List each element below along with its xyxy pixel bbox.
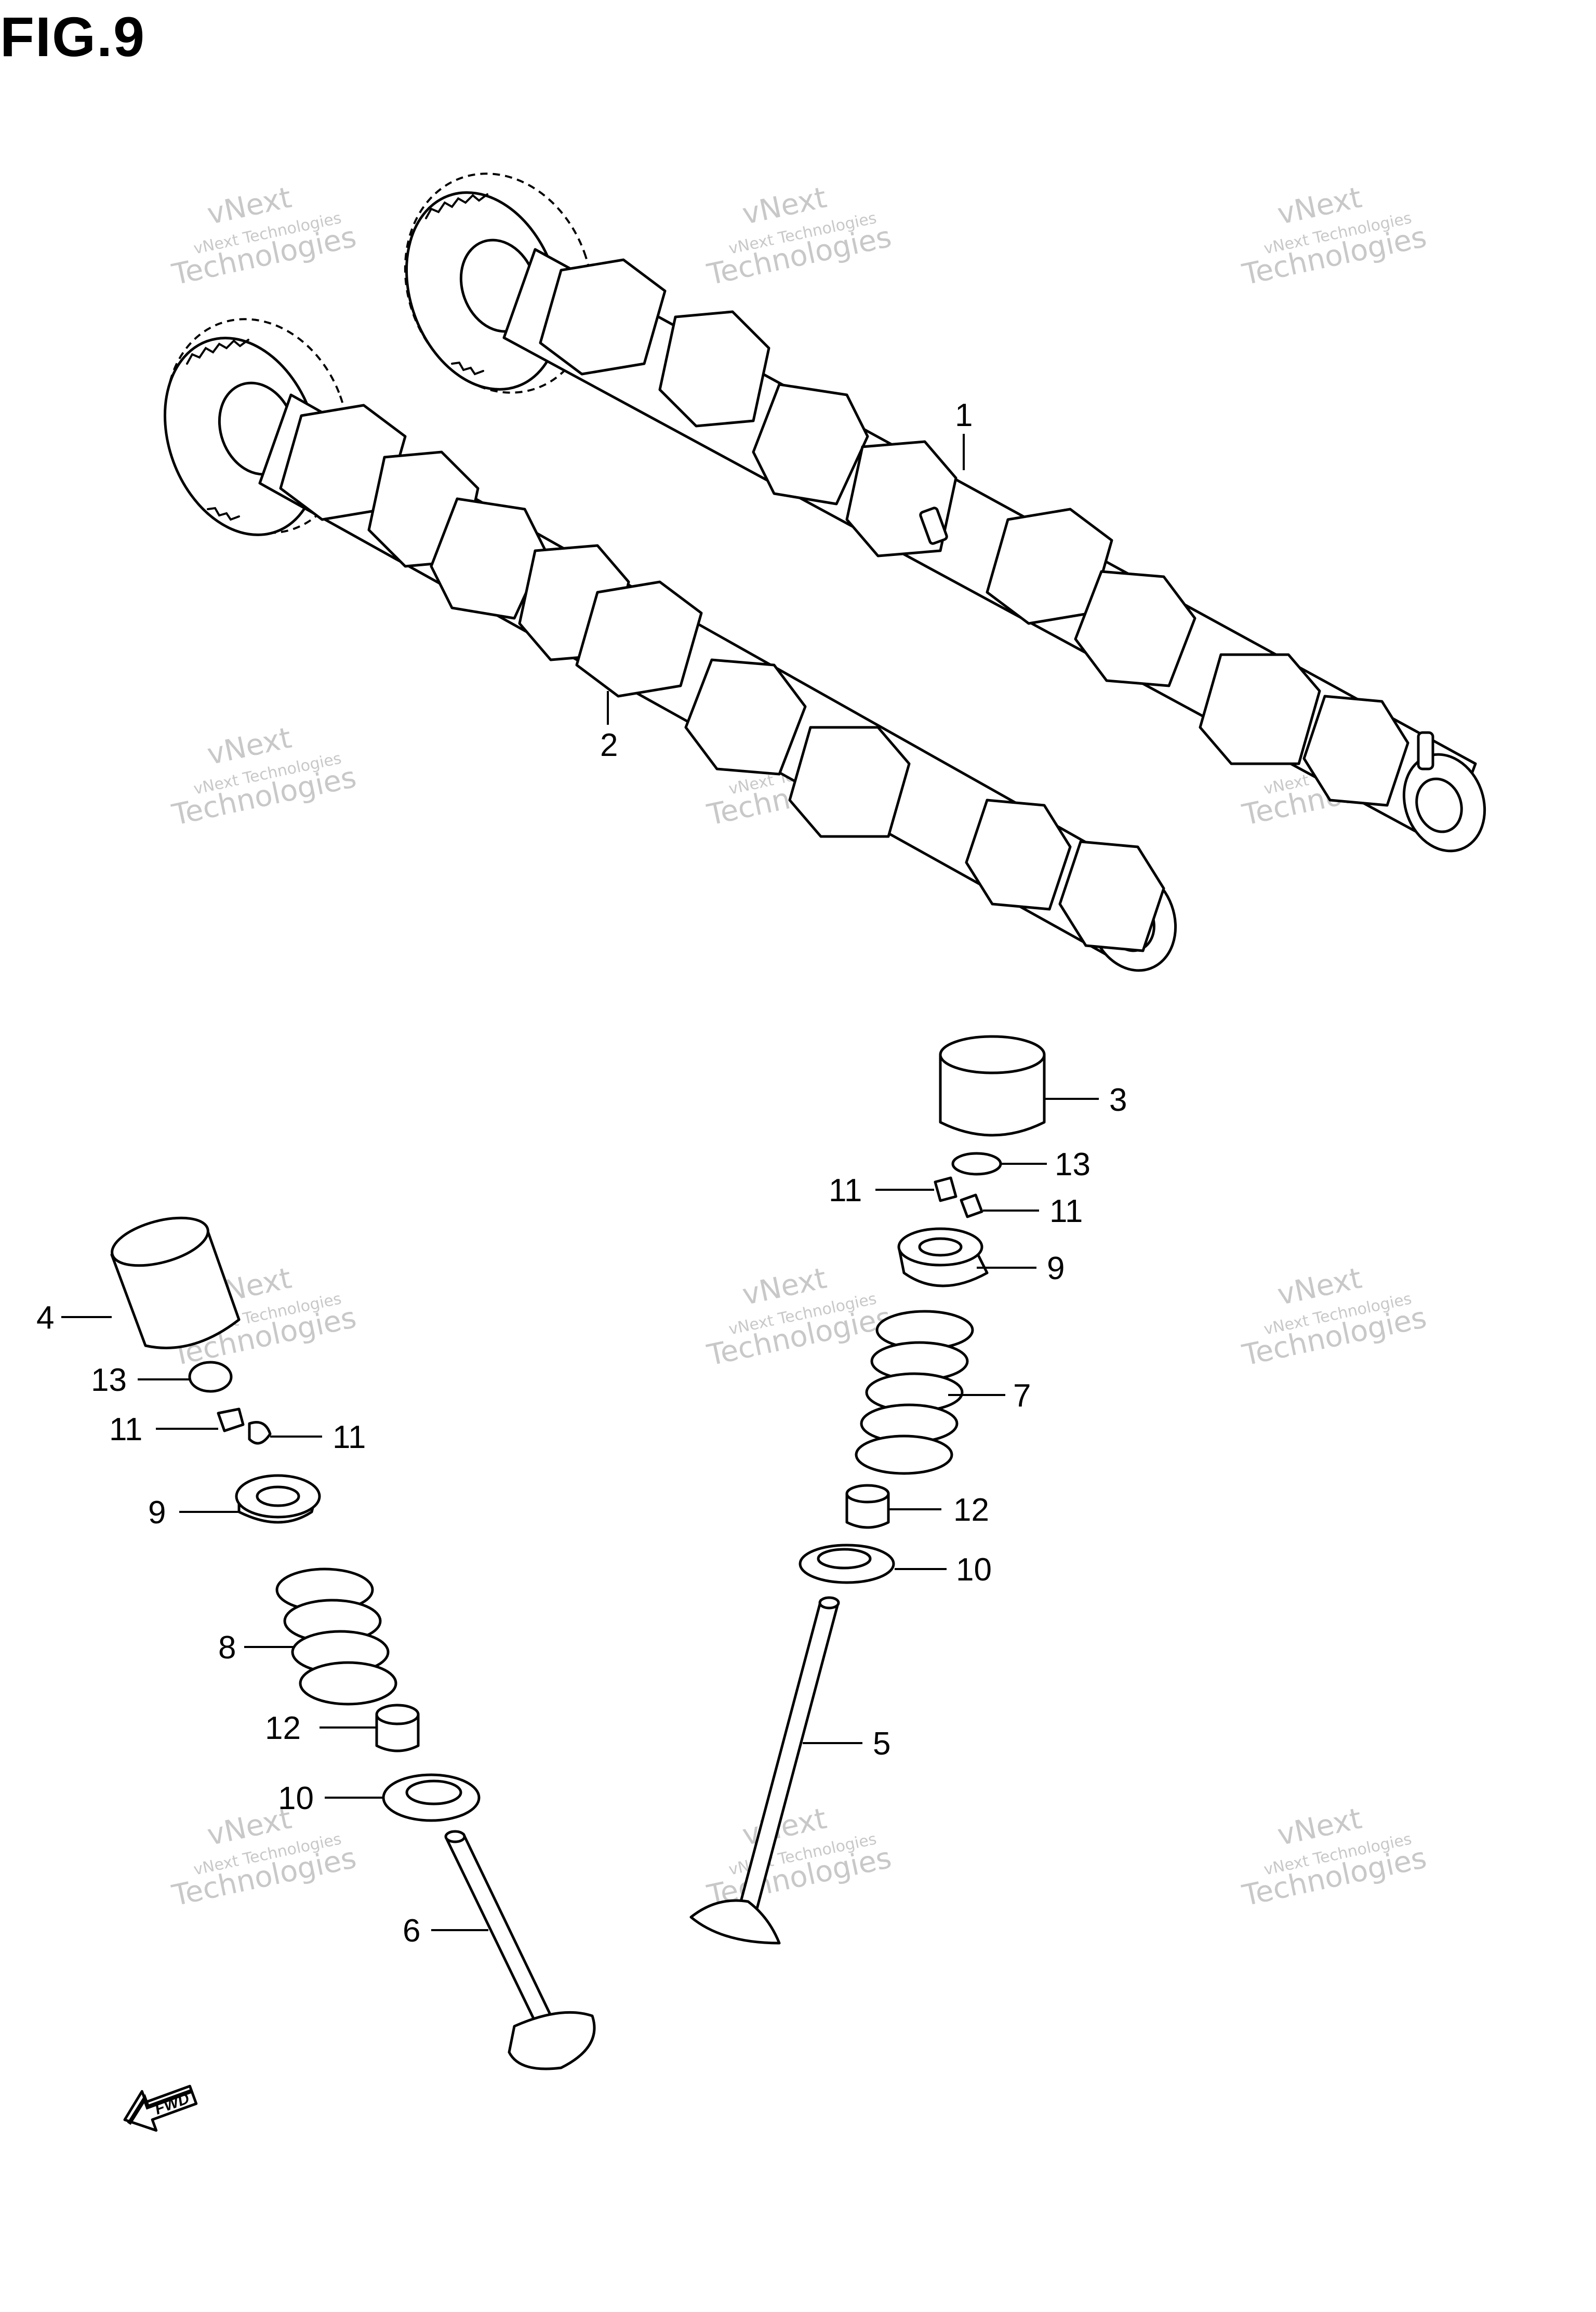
camshaft-1: [404, 172, 1486, 853]
retainer-9-right: [897, 1227, 989, 1287]
seat-10-right: [799, 1544, 895, 1584]
callout-12-left: 12: [265, 1710, 301, 1746]
leader-lines: [61, 434, 1099, 1931]
spring-8: [275, 1567, 397, 1706]
callout-11-right-a: 11: [829, 1173, 862, 1208]
callout-4: 4: [36, 1300, 54, 1336]
callout-8: 8: [218, 1630, 236, 1666]
callout-13-left: 13: [91, 1362, 127, 1398]
stem-seal-12-left: [375, 1704, 420, 1752]
callout-labels: 1 2 3 13 11 11 9 7 12 10 5 4 13 11 11 9 …: [36, 397, 1127, 1949]
callout-9-right: 9: [1047, 1251, 1065, 1286]
seat-10-left: [382, 1773, 481, 1822]
cotter-11-left-b: [248, 1421, 272, 1445]
valve-5: [689, 1596, 840, 1945]
cotter-11-right-b: [960, 1193, 983, 1218]
camshaft-2: [164, 318, 1177, 972]
callout-11-left-a: 11: [109, 1412, 142, 1447]
cotter-11-left-a: [217, 1407, 245, 1432]
spring-7: [855, 1310, 974, 1475]
callout-11-right-b: 11: [1049, 1193, 1083, 1229]
cotter-11-right-a: [934, 1176, 957, 1202]
callout-5: 5: [873, 1726, 890, 1762]
shim-13-left: [188, 1361, 233, 1393]
callout-10-left: 10: [278, 1780, 314, 1816]
callout-10-right: 10: [956, 1552, 992, 1588]
callout-2: 2: [600, 727, 618, 763]
retainer-9-left: [235, 1474, 321, 1524]
callout-1: 1: [955, 397, 973, 433]
callout-6: 6: [403, 1913, 420, 1949]
callout-13-right: 13: [1055, 1147, 1090, 1182]
figure-title: FIG.9: [0, 5, 146, 68]
callout-12-right: 12: [953, 1492, 989, 1528]
tappet-4: [110, 1216, 241, 1349]
fwd-arrow-icon: FWD: [123, 2084, 198, 2132]
callout-11-left-b: 11: [332, 1419, 366, 1455]
callout-7: 7: [1013, 1378, 1031, 1414]
shim-13-right: [951, 1152, 1002, 1176]
tappet-3: [939, 1035, 1046, 1137]
callout-9-left: 9: [148, 1495, 166, 1531]
stem-seal-12-right: [845, 1484, 890, 1529]
valve-6: [444, 1830, 596, 2070]
callout-3: 3: [1109, 1082, 1127, 1118]
